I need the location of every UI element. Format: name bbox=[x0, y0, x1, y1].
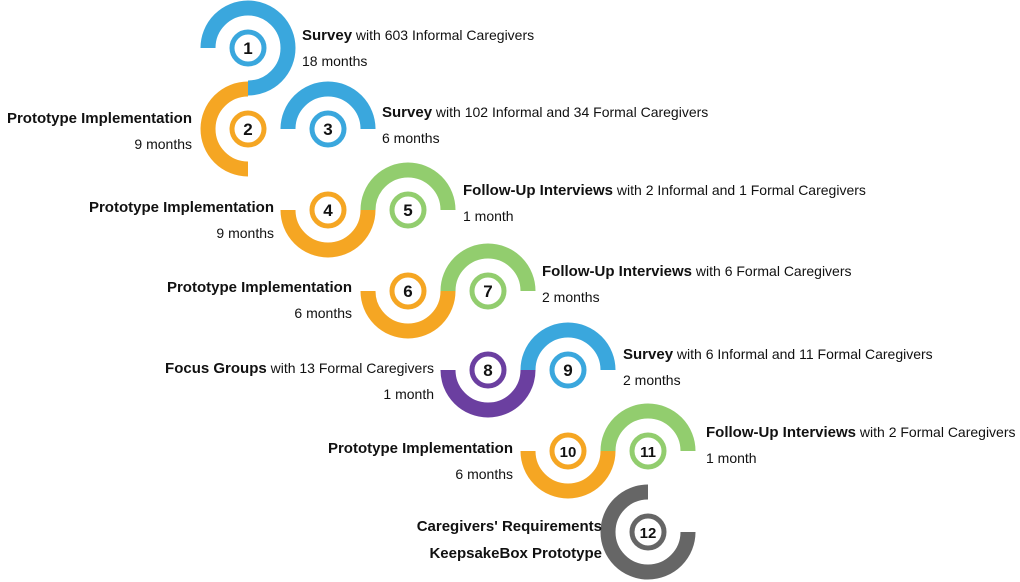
step-10-title: Prototype Implementation bbox=[327, 440, 513, 457]
step-1-title: Survey bbox=[302, 27, 353, 44]
step-9-label: Survey with 6 Informal and 11 Formal Car… bbox=[623, 345, 933, 389]
step-12-ring bbox=[629, 513, 667, 551]
step-11-duration: 1 month bbox=[706, 450, 757, 466]
step-12-label: Caregivers' Requirements KeepsakeBox Pro… bbox=[417, 518, 602, 563]
step-7-ring bbox=[469, 272, 507, 310]
step-7-duration: 2 months bbox=[542, 289, 600, 305]
step-10-arc bbox=[520, 450, 616, 499]
step-8-detail: with 13 Formal Caregivers bbox=[266, 360, 434, 376]
step-7-label: Follow-Up Interviews with 6 Formal Careg… bbox=[542, 262, 852, 306]
step-12-title: Caregivers' Requirements bbox=[416, 518, 602, 535]
step-3-detail: with 102 Informal and 34 Formal Caregive… bbox=[432, 104, 709, 120]
step-1-ring bbox=[229, 29, 267, 67]
step-9-title: Survey bbox=[623, 346, 674, 363]
step-5-duration: 1 month bbox=[463, 208, 514, 224]
step-1-detail: with 603 Informal Caregivers bbox=[352, 27, 535, 43]
step-4-arc bbox=[280, 209, 376, 258]
step-5-number: 5 bbox=[403, 201, 412, 220]
step-11-detail: with 2 Formal Caregivers bbox=[856, 424, 1016, 440]
step-11-label: Follow-Up Interviews with 2 Formal Careg… bbox=[706, 423, 1016, 467]
step-12-subtitle: KeepsakeBox Prototype bbox=[429, 545, 602, 562]
step-9-duration: 2 months bbox=[623, 372, 681, 388]
step-3-ring bbox=[309, 110, 347, 148]
step-7-number: 7 bbox=[483, 282, 492, 301]
step-2-number: 2 bbox=[243, 120, 252, 139]
step-9-ring bbox=[549, 351, 587, 389]
step-11-arc bbox=[600, 403, 696, 452]
step-3-arc bbox=[280, 81, 376, 130]
step-6-label: Prototype Implementation 6 months bbox=[167, 278, 352, 322]
step-8-number: 8 bbox=[483, 361, 492, 380]
step-4-ring bbox=[309, 191, 347, 229]
step-5-ring bbox=[389, 191, 427, 229]
step-10-ring bbox=[549, 432, 587, 470]
step-6-ring bbox=[389, 272, 427, 310]
step-2-duration: 9 months bbox=[134, 136, 192, 152]
step-11-ring bbox=[629, 432, 667, 470]
step-2-arc bbox=[200, 81, 249, 177]
step-2-ring bbox=[229, 110, 267, 148]
step-7-detail: with 6 Formal Caregivers bbox=[692, 263, 852, 279]
step-10-duration: 6 months bbox=[455, 466, 513, 482]
step-8-ring bbox=[469, 351, 507, 389]
step-6-duration: 6 months bbox=[294, 305, 352, 321]
step-6-number: 6 bbox=[403, 282, 412, 301]
step-9-detail: with 6 Informal and 11 Formal Caregivers bbox=[673, 346, 933, 362]
step-10-number: 10 bbox=[560, 444, 577, 461]
step-5-arc bbox=[360, 162, 456, 211]
step-1-arc bbox=[200, 0, 296, 96]
step-7-arc bbox=[440, 243, 536, 292]
step-3-number: 3 bbox=[323, 120, 332, 139]
step-1-number: 1 bbox=[243, 39, 252, 58]
step-3-duration: 6 months bbox=[382, 130, 440, 146]
step-11-number: 11 bbox=[640, 444, 656, 461]
step-9-number: 9 bbox=[563, 361, 572, 380]
step-6-arc bbox=[360, 290, 456, 339]
step-1-duration: 18 months bbox=[302, 53, 368, 69]
step-5-title: Follow-Up Interviews bbox=[463, 182, 614, 199]
step-6-title: Prototype Implementation bbox=[166, 279, 352, 296]
step-3-label: Survey with 102 Informal and 34 Formal C… bbox=[382, 103, 708, 147]
step-2-label: Prototype Implementation 9 months bbox=[7, 109, 192, 153]
step-3-title: Survey bbox=[382, 104, 433, 121]
step-10-label: Prototype Implementation 6 months bbox=[328, 439, 513, 483]
step-9-arc bbox=[520, 322, 616, 371]
step-5-detail: with 2 Informal and 1 Formal Caregivers bbox=[613, 182, 866, 198]
step-12-arc bbox=[600, 484, 696, 580]
step-4-title: Prototype Implementation bbox=[88, 199, 274, 216]
step-8-title: Focus Groups bbox=[165, 360, 267, 377]
step-4-number: 4 bbox=[323, 201, 333, 220]
step-5-label: Follow-Up Interviews with 2 Informal and… bbox=[463, 181, 866, 225]
step-2-title: Prototype Implementation bbox=[6, 110, 192, 127]
step-7-title: Follow-Up Interviews bbox=[542, 263, 693, 280]
step-12-number: 12 bbox=[640, 525, 657, 542]
step-8-arc bbox=[440, 369, 536, 418]
step-8-duration: 1 month bbox=[383, 386, 434, 402]
step-1-label: Survey with 603 Informal Caregivers 18 m… bbox=[302, 26, 534, 70]
step-4-label: Prototype Implementation 9 months bbox=[89, 198, 274, 242]
step-4-duration: 9 months bbox=[216, 225, 274, 241]
step-11-title: Follow-Up Interviews bbox=[706, 424, 857, 441]
step-8-label: Focus Groups with 13 Formal Caregivers 1… bbox=[165, 359, 434, 403]
